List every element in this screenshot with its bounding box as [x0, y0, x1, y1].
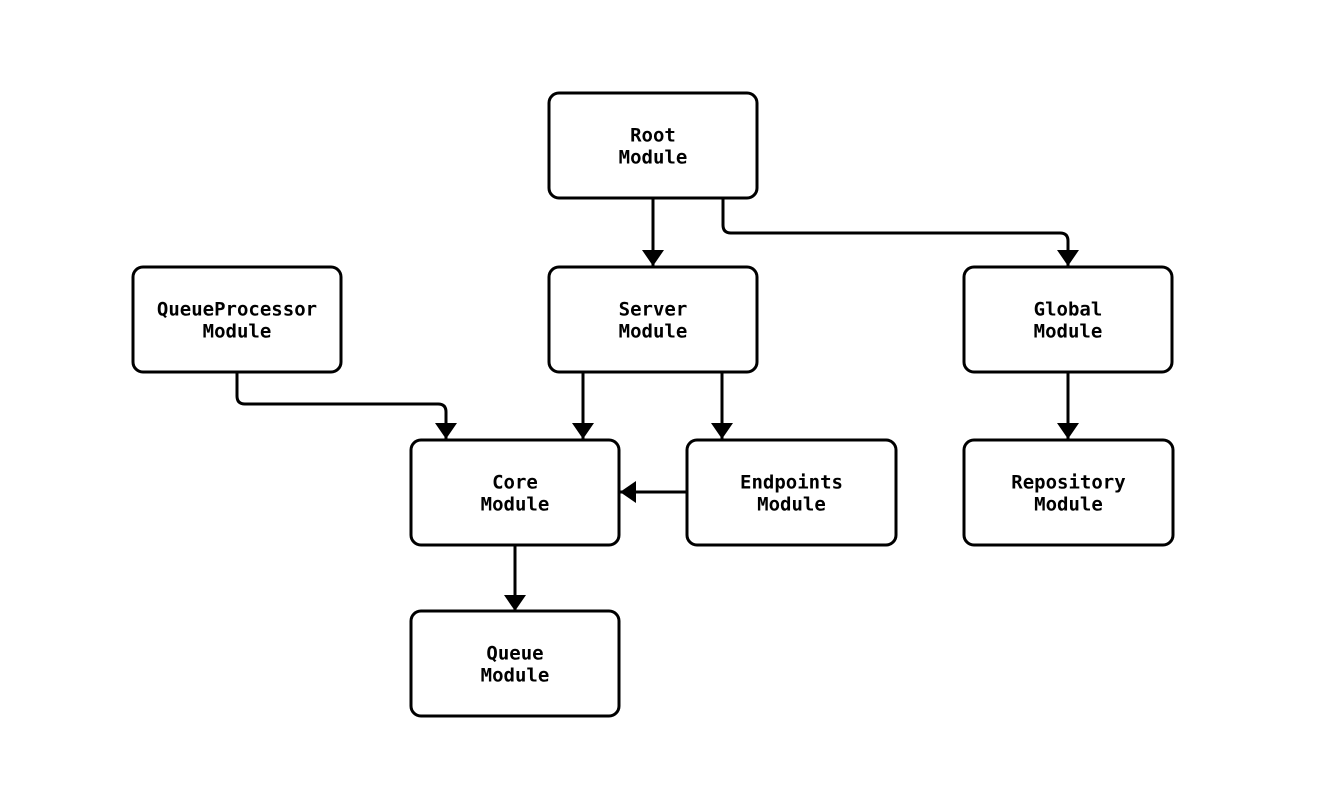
node-box-queue [409, 609, 621, 718]
node-box-endpoints [685, 438, 898, 547]
node-box-global [962, 265, 1174, 374]
edge-queueprocessor-to-core [235, 372, 457, 439]
node-box-server [547, 265, 759, 374]
edge-root-to-global [721, 198, 1079, 266]
node-box-core [409, 438, 621, 547]
node-box-root [547, 91, 759, 200]
node-box-queueprocessor [131, 265, 343, 374]
node-box-repository [962, 438, 1175, 547]
